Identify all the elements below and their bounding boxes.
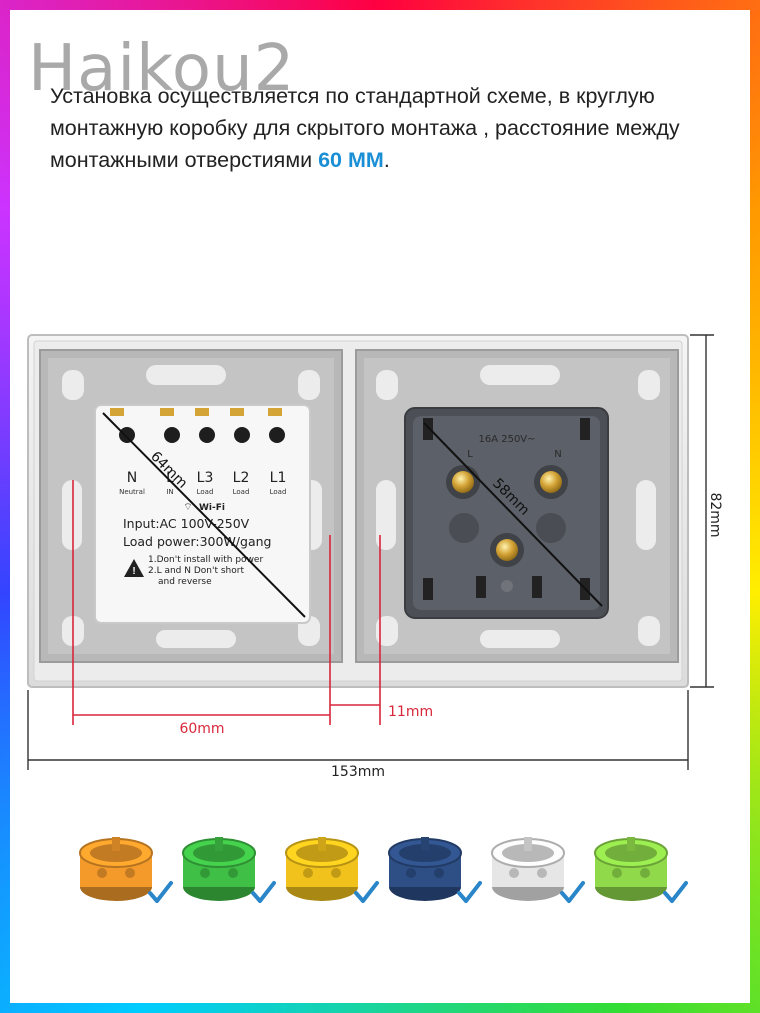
mounting-box — [594, 837, 668, 901]
socket-rating: 16A 250V~ — [478, 434, 535, 445]
load-power: Load power:300W/gang — [123, 534, 271, 549]
total-width-dimension: 153mm — [27, 690, 689, 780]
wifi-label: Wi-Fi — [199, 503, 225, 513]
warning-line-2: 2.L and N Don't short — [148, 566, 244, 576]
terminal-label-l3: L3 — [197, 470, 214, 486]
terminal-label-l: L — [166, 470, 174, 486]
pin-label-n: N — [554, 449, 561, 460]
description-end: . — [383, 148, 390, 172]
pin-label-l: L — [467, 449, 473, 460]
diagonal-line-socket — [423, 422, 603, 607]
warning-line-3: and reverse — [158, 577, 212, 587]
mounting-box — [285, 837, 359, 901]
mounting-box — [182, 837, 256, 901]
center-distance-label: 60mm — [179, 721, 224, 737]
total-width-label: 153mm — [331, 764, 385, 780]
check-icon — [354, 881, 379, 903]
mounting-box — [79, 837, 153, 901]
check-icon — [560, 881, 585, 903]
terminal-hole — [269, 427, 285, 443]
mounting-box — [491, 837, 565, 901]
product-image: Haikou2 Установка осуществляется по стан… — [10, 10, 750, 1003]
terminal-sub-l3: Load — [197, 488, 214, 496]
mounting-box — [388, 837, 462, 901]
terminal-sub-l: IN — [166, 488, 173, 496]
terminal-hole — [119, 427, 135, 443]
check-icon — [148, 881, 173, 903]
mounting-boxes-row — [79, 837, 688, 903]
warning-icon — [124, 559, 144, 577]
terminal-sub-l1: Load — [270, 488, 287, 496]
terminal-label-l1: L1 — [270, 470, 287, 486]
installation-description: Установка осуществляется по стандартной … — [50, 80, 740, 176]
height-label: 82mm — [707, 492, 723, 537]
diagonal-line-switch — [102, 412, 306, 618]
pin-n — [540, 471, 562, 493]
watermark: Haikou2 — [28, 32, 296, 106]
terminal-hole — [234, 427, 250, 443]
terminal-hole — [164, 427, 180, 443]
earth-screw — [496, 539, 518, 561]
terminal-label-l2: L2 — [233, 470, 250, 486]
terminal-sub-l2: Load — [233, 488, 250, 496]
svg-text:!: ! — [132, 566, 135, 577]
pin-l — [452, 471, 474, 493]
gap-label: 11mm — [388, 704, 433, 720]
check-icon — [663, 881, 688, 903]
input-rating: Input:AC 100V-250V — [123, 516, 250, 531]
terminal-hole — [199, 427, 215, 443]
description-text: Установка осуществляется по стандартной … — [50, 84, 680, 172]
dimension-diagram: N Neutral L IN L3 Load L2 Load L1 Load ⌔… — [27, 334, 723, 903]
height-dimension: 82mm — [690, 334, 723, 688]
warning-line-1: 1.Don't install with power — [148, 555, 263, 565]
check-icon — [457, 881, 482, 903]
schuko-socket-module: 16A 250V~ L N — [404, 407, 609, 619]
wifi-icon: ⌔ — [183, 502, 192, 513]
center-distance-dimension: 60mm 11mm — [72, 480, 433, 737]
terminal-label-n: N — [127, 470, 137, 486]
check-icon — [251, 881, 276, 903]
mounting-distance-highlight: 60 MM — [318, 148, 384, 172]
terminal-sub-n: Neutral — [119, 488, 145, 496]
